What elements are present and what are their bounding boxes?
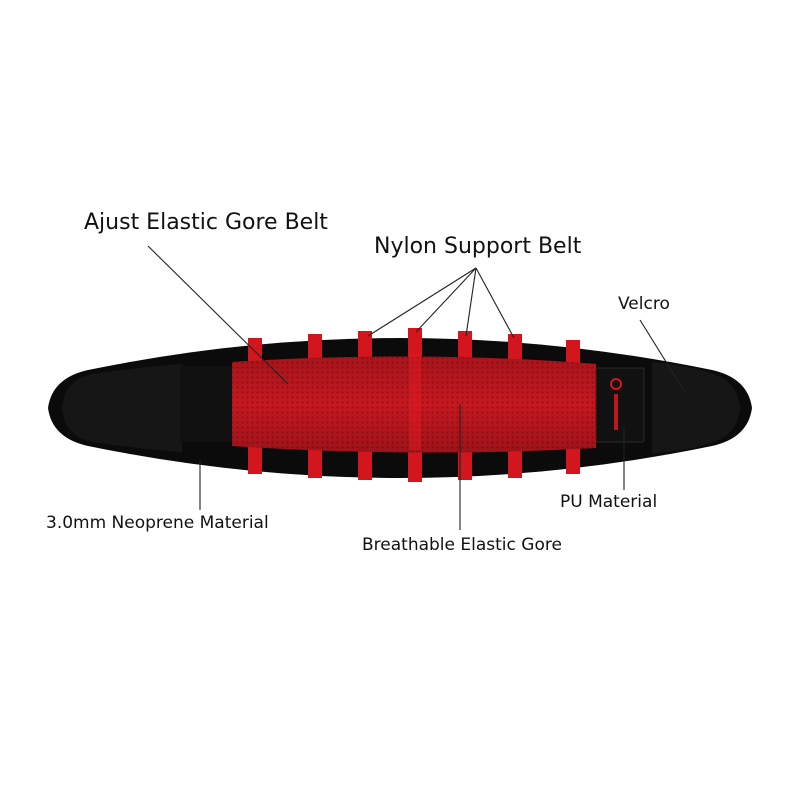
leader-lines	[147, 245, 687, 530]
leader-nylon-1	[367, 267, 477, 337]
gore-center-seam	[409, 354, 421, 450]
label-nylon-support-belt: Nylon Support Belt	[374, 234, 582, 259]
strap-bottom-7	[566, 444, 580, 474]
nylon-support-straps-bottom	[248, 444, 580, 482]
label-neoprene-material: 3.0mm Neoprene Material	[46, 513, 269, 533]
strap-top-2	[308, 334, 322, 364]
strap-top-3	[358, 331, 372, 364]
velcro-left-end	[62, 364, 182, 452]
leader-nylon-2	[415, 267, 477, 333]
velcro-right-end	[652, 362, 740, 454]
label-velcro: Velcro	[618, 294, 670, 314]
leader-ajust	[147, 245, 289, 385]
left-closure-tab	[180, 366, 232, 442]
strap-bottom-1	[248, 444, 262, 474]
leader-nylon-4	[475, 267, 515, 339]
strap-bottom-4	[408, 444, 422, 482]
label-pu-material: PU Material	[560, 492, 658, 512]
strap-bottom-2	[308, 444, 322, 478]
label-breathable-elastic-gore: Breathable Elastic Gore	[362, 535, 562, 555]
strap-top-5	[458, 331, 472, 364]
brand-logo-mark	[610, 378, 622, 390]
strap-bottom-5	[458, 444, 472, 480]
brand-logo-wordmark	[614, 394, 618, 430]
strap-top-6	[508, 334, 522, 364]
strap-top-7	[566, 340, 580, 364]
strap-bottom-6	[508, 444, 522, 478]
strap-bottom-3	[358, 444, 372, 480]
pu-material-patch	[595, 367, 645, 443]
leader-velcro	[639, 319, 687, 395]
label-ajust-elastic-gore-belt: Ajust Elastic Gore Belt	[84, 210, 328, 235]
leader-nylon-3	[465, 267, 477, 337]
